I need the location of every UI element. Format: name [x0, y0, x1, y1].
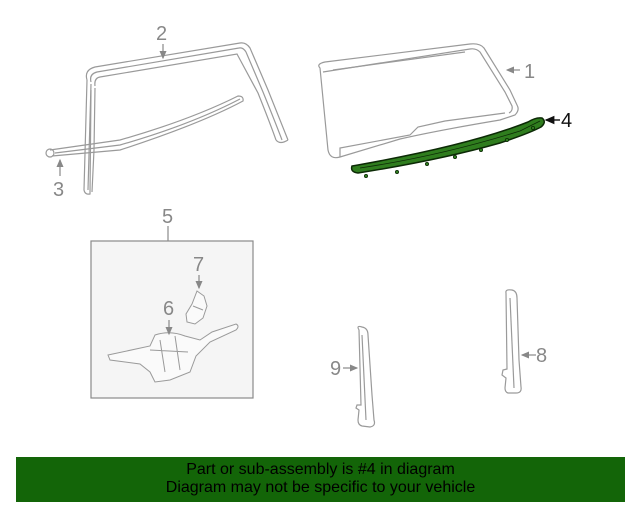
part-2-door-frame-weatherstrip[interactable] — [83, 42, 289, 195]
part-9-garnish[interactable] — [355, 325, 376, 428]
callout-8[interactable]: 8 — [520, 345, 547, 367]
part-1-back-glass[interactable] — [318, 43, 519, 159]
callout-label-5: 5 — [162, 206, 173, 228]
callout-3[interactable]: 3 — [53, 158, 64, 201]
callout-label-1: 1 — [524, 61, 535, 83]
callout-7[interactable]: 7 — [193, 254, 204, 290]
banner-line-2: Diagram may not be specific to your vehi… — [165, 479, 476, 496]
callout-4[interactable]: 4 — [544, 110, 572, 132]
callout-label-2: 2 — [156, 23, 167, 45]
part-6-regulator[interactable] — [107, 323, 239, 383]
callout-1[interactable]: 1 — [505, 61, 535, 83]
callout-6[interactable]: 6 — [163, 298, 174, 336]
callout-5[interactable]: 5 — [162, 206, 173, 228]
callout-label-8: 8 — [536, 345, 547, 367]
callout-label-3: 3 — [53, 179, 64, 201]
part-3-belt-molding[interactable] — [45, 95, 244, 158]
banner-line-1: Part or sub-assembly is #4 in diagram — [186, 461, 455, 478]
callout-label-7: 7 — [193, 254, 204, 276]
part-4-back-glass-molding-highlighted[interactable] — [350, 117, 545, 178]
part-7-clip[interactable] — [185, 290, 208, 325]
callout-label-6: 6 — [163, 298, 174, 320]
callout-label-4: 4 — [561, 110, 572, 132]
part-info-banner: Part or sub-assembly is #4 in diagram Di… — [16, 457, 625, 502]
callout-2[interactable]: 2 — [156, 23, 167, 60]
part-8-garnish[interactable] — [501, 289, 522, 394]
callout-9[interactable]: 9 — [330, 358, 359, 380]
callout-label-9: 9 — [330, 358, 341, 380]
